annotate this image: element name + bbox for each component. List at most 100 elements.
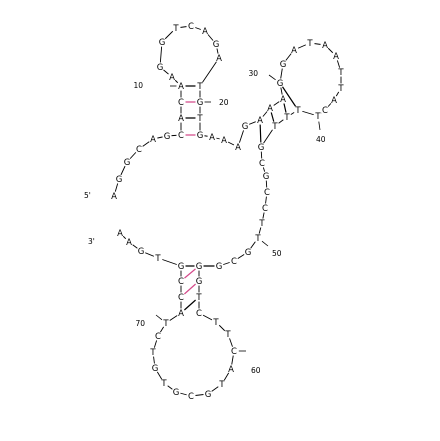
nucleotide-73: C [178, 277, 184, 287]
nucleotide-halo [200, 26, 210, 36]
position-label-50: 50 [272, 249, 282, 258]
nucleotide-halo [256, 142, 266, 152]
nucleotide-halo [233, 142, 243, 152]
nucleotide-halo [253, 233, 263, 243]
nucleotide-halo [171, 387, 181, 397]
nucleotide-8: A [178, 114, 184, 124]
nucleotide-halo [195, 81, 205, 91]
nucleotide-44: G [258, 143, 265, 153]
nucleotide-78: A [117, 229, 123, 239]
position-tick-40 [318, 121, 321, 131]
nucleotide-28: A [267, 104, 273, 114]
nucleotide-halo [148, 134, 158, 144]
nucleotide-halo [320, 40, 330, 50]
nucleotide-55: G [196, 277, 203, 287]
nucleotide-halo [313, 111, 323, 121]
nucleotide-26: G [242, 122, 249, 132]
nucleotide-60: C [231, 347, 237, 357]
nucleotide-66: T [160, 379, 167, 389]
nucleotide-41: T [294, 106, 301, 116]
nucleotide-halo [211, 39, 221, 49]
nucleotide-9: C [178, 98, 184, 108]
nucleotide-16: A [202, 27, 208, 37]
nucleotide-halo [275, 78, 285, 88]
nucleotide-22: G [197, 131, 204, 141]
nucleotide-68: T [149, 348, 156, 358]
nucleotide-2: G [116, 175, 123, 185]
nucleotide-64: C [188, 392, 194, 402]
nucleotide-71: A [178, 309, 184, 319]
nucleotide-halo [270, 121, 280, 131]
nucleotide-halo [157, 37, 167, 47]
nucleotide-halo [331, 51, 341, 61]
nucleotide-halo [223, 329, 233, 339]
nucleotide-halo [289, 45, 299, 55]
nucleotide-halo [278, 94, 288, 104]
nucleotide-halo [162, 131, 172, 141]
nucleotide-43: T [271, 122, 278, 132]
nucleotide-halo [305, 38, 315, 48]
nucleotide-halo [148, 347, 158, 357]
nucleotide-halo [176, 81, 186, 91]
nucleotide-halo [293, 105, 303, 115]
nucleotide-12: G [157, 63, 164, 73]
nucleotide-halo [260, 203, 270, 213]
nucleotide-47: C [264, 188, 270, 198]
nucleotide-42: T [283, 113, 290, 123]
nucleotide-halo [115, 228, 125, 238]
nucleotide-39: C [322, 106, 328, 116]
nucleotide-halo [195, 113, 205, 123]
nucleotide-59: T [224, 330, 231, 340]
nucleotide-halo [176, 97, 186, 107]
position-label-60: 60 [251, 366, 261, 375]
nucleotide-29: A [280, 95, 286, 105]
nucleotide-halo [217, 379, 227, 389]
nucleotide-halo [194, 276, 204, 286]
nucleotide-77: A [126, 238, 132, 248]
nucleotide-52: C [231, 257, 237, 267]
nucleotide-halo [329, 95, 339, 105]
nucleotide-54: G [196, 262, 203, 272]
nucleotide-3: G [124, 158, 131, 168]
nucleotide-halo [186, 21, 196, 31]
nucleotide-50: T [254, 234, 261, 244]
nucleotide-halo [229, 256, 239, 266]
nucleotide-36: T [337, 68, 344, 78]
nucleotide-halo [203, 389, 213, 399]
nucleotide-13: G [159, 38, 166, 48]
nucleotide-halo [122, 157, 132, 167]
nucleotide-halo [255, 115, 265, 125]
backbone-line [113, 25, 342, 397]
nucleotide-76: G [138, 247, 145, 257]
nucleotide-halo [194, 308, 204, 318]
five-prime-label: 5' [84, 191, 91, 200]
nucleotide-5: A [150, 135, 156, 145]
nucleotide-33: T [306, 39, 313, 49]
position-label-30: 30 [248, 69, 258, 78]
nucleotide-32: A [291, 46, 297, 56]
nucleotide-halo [214, 261, 224, 271]
nucleotide-40: T [314, 112, 321, 122]
nucleotide-1: A [111, 192, 117, 202]
nucleotide-halo [167, 72, 177, 82]
nucleotide-4: C [136, 145, 142, 155]
nucleotide-halo [136, 246, 146, 256]
nucleotide-23: A [209, 133, 215, 143]
nucleotide-halo [195, 130, 205, 140]
nucleotide-halo [176, 113, 186, 123]
nucleotide-halo [134, 144, 144, 154]
nucleotide-halo [336, 83, 346, 93]
nucleotide-25: A [235, 143, 241, 153]
nucleotide-11: A [169, 73, 175, 83]
nucleotide-halo [207, 132, 217, 142]
nucleotide-halo [176, 276, 186, 286]
nucleotide-halo [226, 364, 236, 374]
nucleotide-halo [124, 237, 134, 247]
position-tick-50 [261, 240, 269, 247]
nucleotide-20: G [197, 98, 204, 108]
nucleotide-halo [153, 331, 163, 341]
nucleotide-21: T [196, 114, 203, 124]
nucleotide-53: G [216, 262, 223, 272]
nucleotide-15: C [188, 22, 194, 32]
nucleotide-6: G [164, 132, 171, 142]
